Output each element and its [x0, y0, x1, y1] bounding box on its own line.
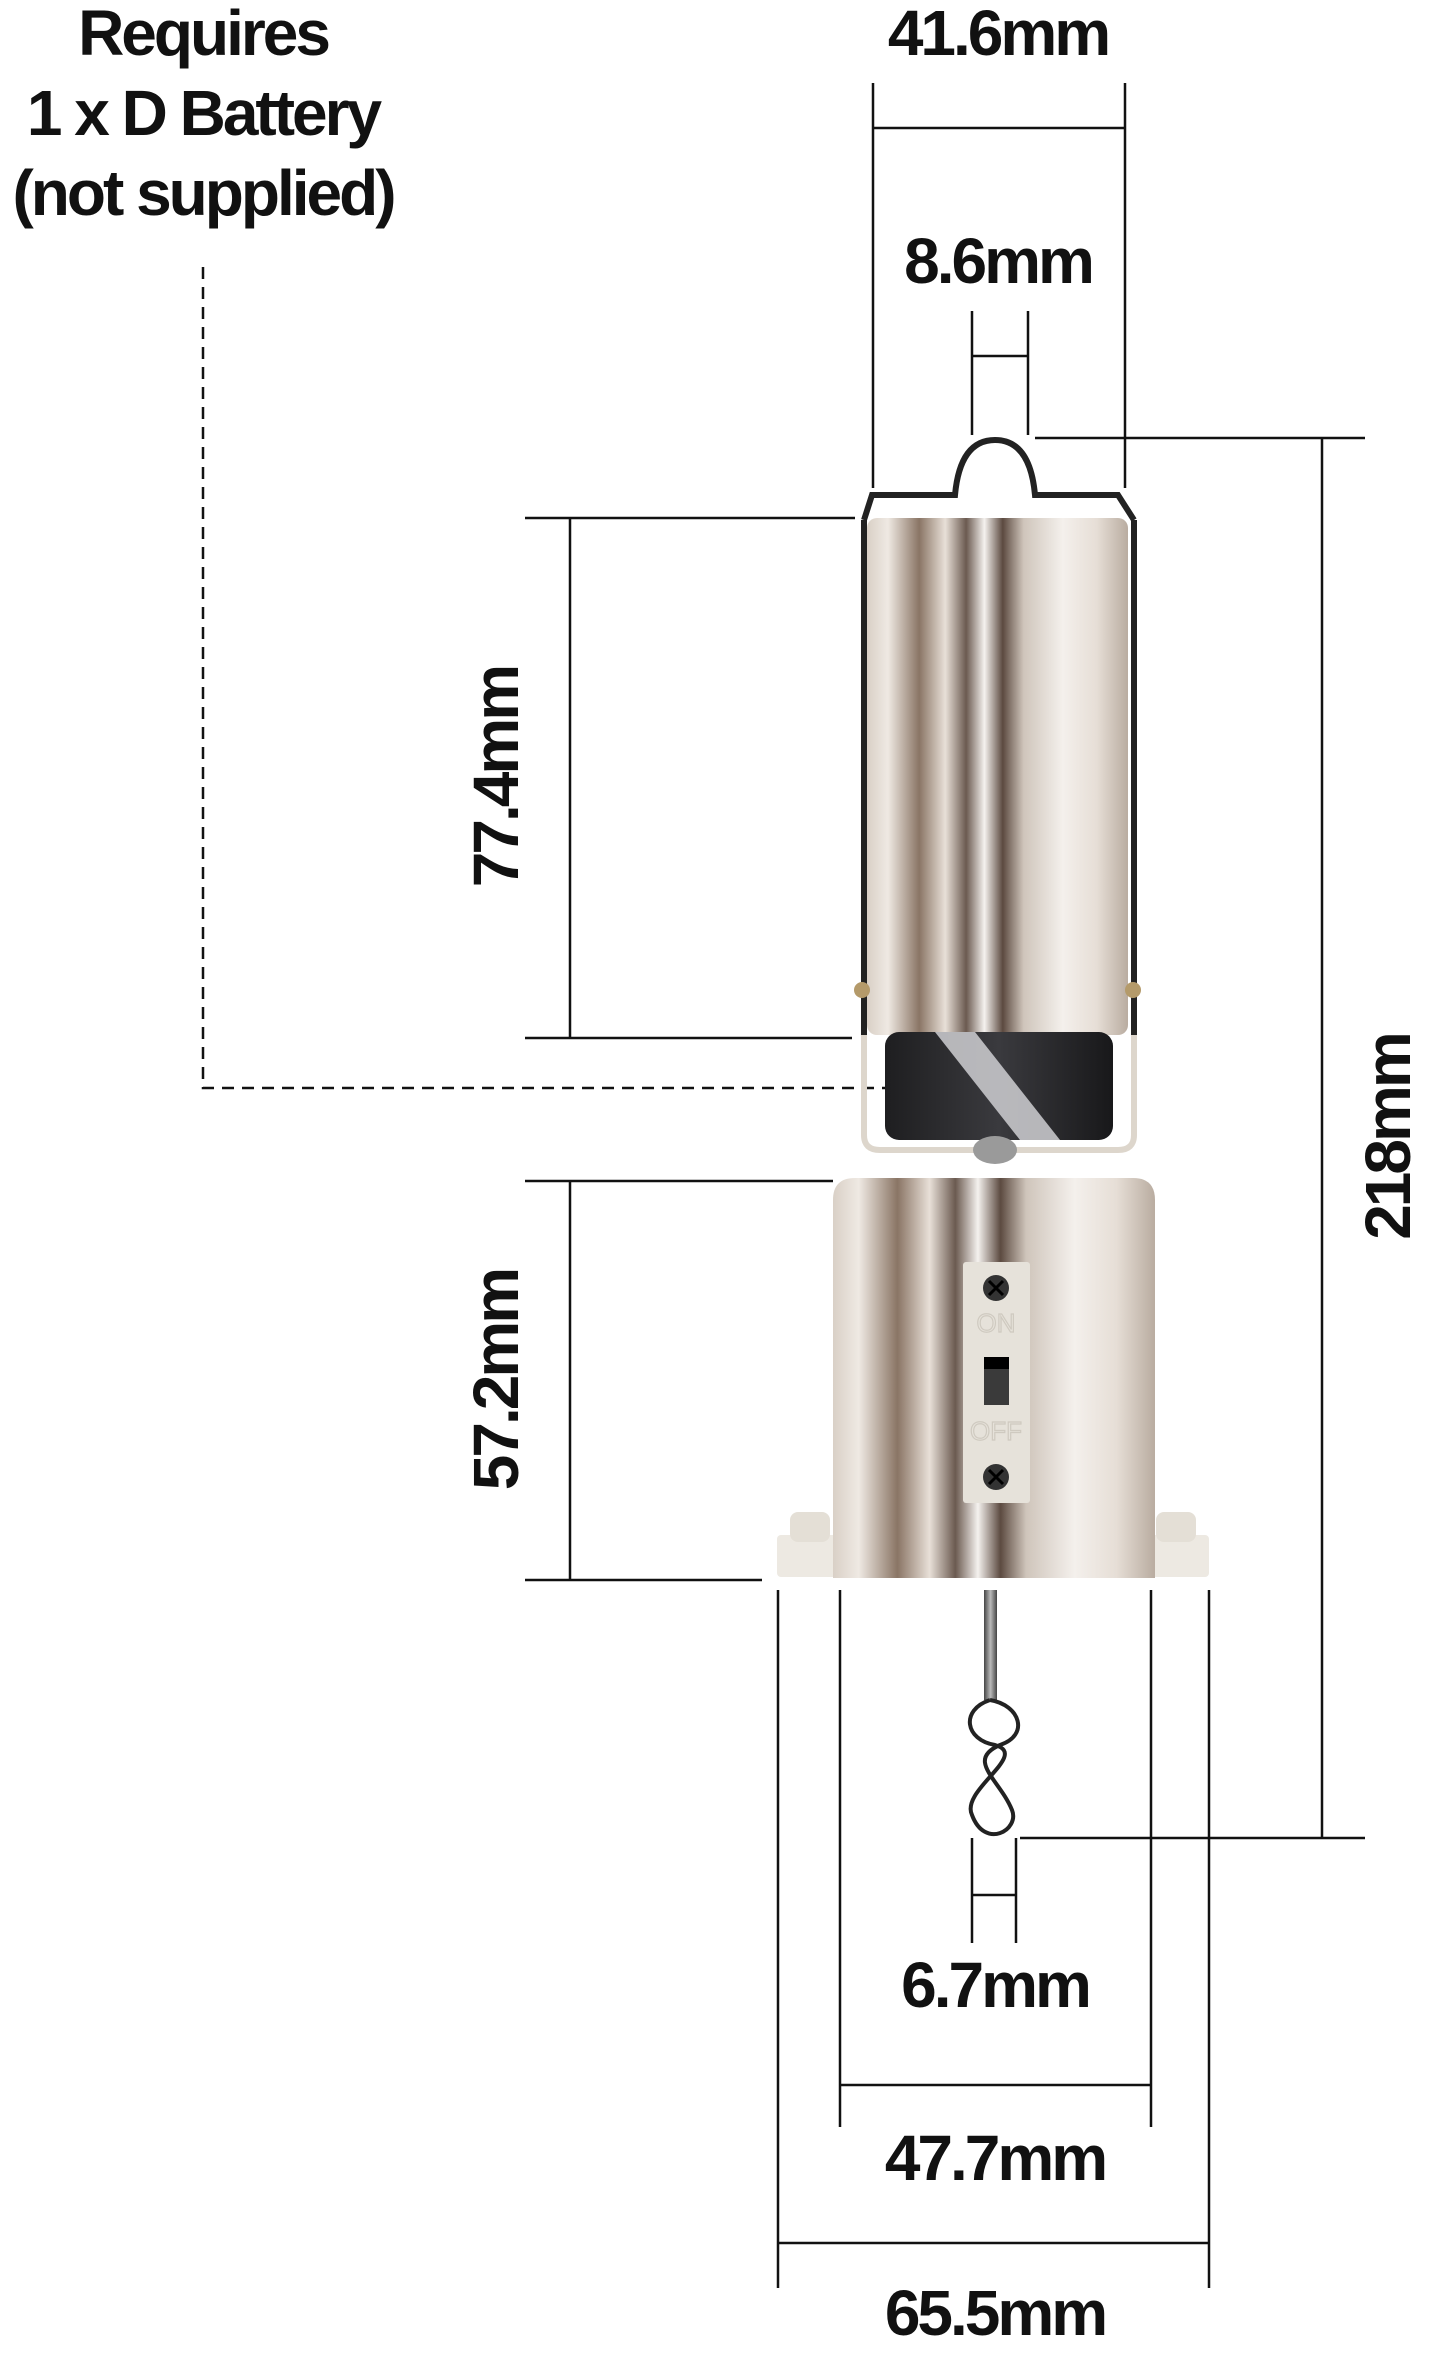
note-line-1: Requires [78, 0, 328, 69]
battery-note: Requires 1 x D Battery (not supplied) [12, 0, 900, 1090]
dim-label-total-height: 218mm [1352, 1034, 1424, 1240]
pivot-screw-right [1125, 982, 1141, 998]
connector-nub [973, 1136, 1017, 1164]
dimension-total-height: 218mm [1020, 436, 1424, 1840]
dimension-battery-housing-height: 77.4mm [460, 516, 855, 1040]
r-clip [968, 1698, 1021, 1837]
note-leader-line [201, 267, 900, 1090]
dim-label-base-width: 65.5mm [885, 2277, 1105, 2349]
dim-label-motor-housing-height: 57.2mm [460, 1270, 532, 1490]
drive-shaft [984, 1590, 997, 1700]
power-switch-plate: ON OFF [963, 1262, 1030, 1503]
battery-housing [867, 518, 1128, 1035]
dim-label-motor-housing-width: 47.7mm [885, 2122, 1105, 2194]
dimension-motor-housing-width: 47.7mm [838, 1590, 1153, 2194]
switch-off-label: OFF [970, 1416, 1022, 1446]
dimension-clip-width: 6.7mm [901, 1838, 1092, 2021]
dimension-top-width: 41.6mm [871, 0, 1127, 488]
switch-on-label: ON [977, 1308, 1016, 1338]
dim-label-hook-width: 8.6mm [904, 225, 1092, 297]
motor-illustration: ON OFF [777, 436, 1209, 1837]
dimension-hook-width: 8.6mm [904, 225, 1095, 435]
dim-label-clip-width: 6.7mm [901, 1949, 1089, 2021]
dim-label-battery-housing-height: 77.4mm [460, 667, 532, 887]
hanger-hook [861, 436, 1137, 522]
note-line-3: (not supplied) [12, 157, 394, 229]
dimension-base-width: 65.5mm [776, 1590, 1211, 2349]
note-line-2: 1 x D Battery [27, 77, 383, 149]
pivot-screw-left [854, 982, 870, 998]
dim-label-top-width: 41.6mm [888, 0, 1108, 69]
dimension-motor-housing-height: 57.2mm [460, 1179, 833, 1582]
